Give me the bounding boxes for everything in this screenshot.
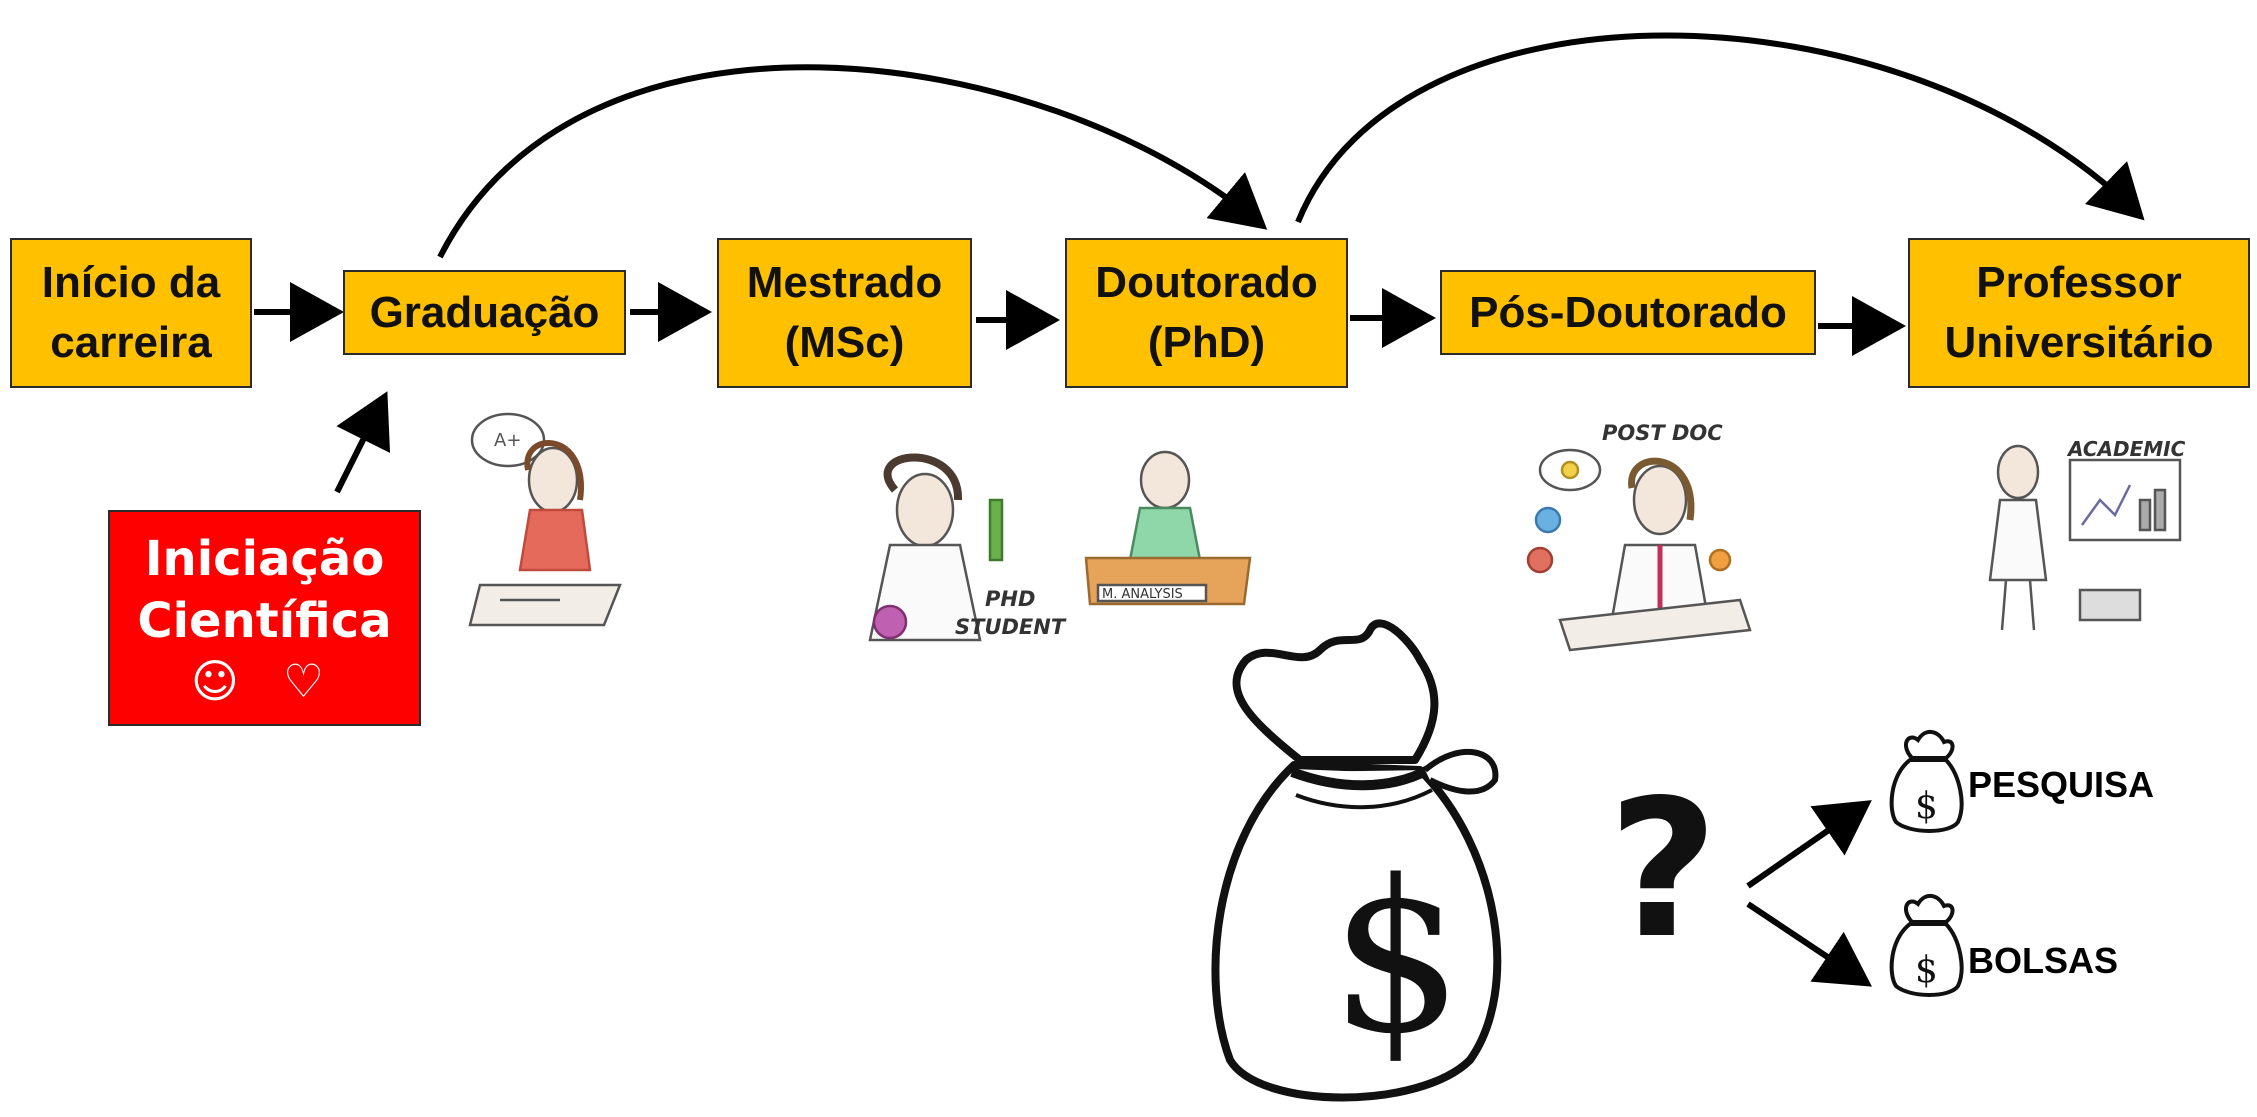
svg-text:$: $ [1915, 786, 1938, 827]
postdoc-illustration [1526, 448, 1752, 652]
svg-text:$: $ [1915, 950, 1938, 991]
smiley-heart-icon: ☺ ♡ [190, 654, 339, 708]
pesquisa-money-bag-icon: $ [1889, 730, 1964, 833]
academic-illustration [1988, 444, 2182, 631]
stage-mestrado: Mestrado (MSc) [717, 238, 972, 388]
arrow-to-bolsas [1746, 901, 1872, 987]
stage-graduacao: Graduação [343, 270, 626, 355]
stage-professor-universitario: Professor Universitário [1908, 238, 2250, 388]
stage-inicio-carreira: Início da carreira [10, 238, 252, 388]
desk-student-illustration [1084, 450, 1252, 606]
question-mark: ? [1608, 759, 1718, 980]
phd-student-caption: PHD [985, 587, 1035, 611]
iniciacao-cientifica-label: Iniciação Científica [137, 531, 392, 649]
money-bag-dollar-sign: $ [1330, 835, 1464, 1080]
svg-text:A+: A+ [494, 430, 521, 451]
phd-student-illustration [868, 453, 1004, 642]
bolsas-label: BOLSAS [1968, 940, 2119, 981]
iniciacao-cientifica-box: Iniciação Científica ☺ ♡ [108, 510, 421, 726]
stage-pos-doutorado: Pós-Doutorado [1440, 270, 1816, 355]
arrow-iniciacao-graduacao [334, 391, 391, 494]
postdoc-caption: POST DOC [1602, 421, 1723, 445]
desk-student-caption: M. ANALYSIS [1102, 587, 1183, 602]
arrow-to-pesquisa [1746, 800, 1872, 889]
arc-graduacao-doutorado [437, 64, 1268, 259]
academic-caption: ACADEMIC [2066, 437, 2186, 461]
phd-student-caption-2: STUDENT [955, 615, 1067, 639]
arc-doutorado-professor [1295, 32, 2145, 224]
bolsas-money-bag-icon: $ [1889, 894, 1964, 997]
student-drawing-illustration: A+ [468, 412, 622, 627]
money-bag-icon [1211, 619, 1502, 1102]
stage-doutorado: Doutorado (PhD) [1065, 238, 1348, 388]
pesquisa-label: PESQUISA [1968, 764, 2155, 805]
